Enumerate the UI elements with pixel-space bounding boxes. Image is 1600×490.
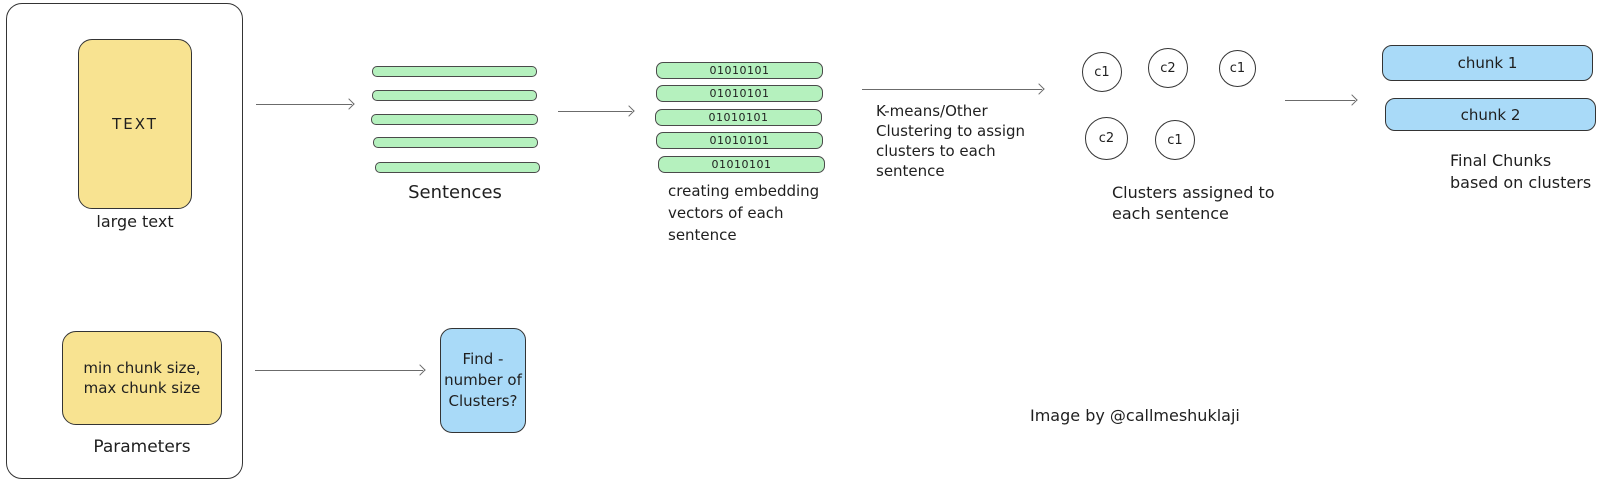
large-text-caption: large text [96,212,174,231]
embedding-vector-label: 01010101 [708,111,769,124]
cluster-circle: c2 [1085,117,1128,160]
parameters-box-line: min chunk size, [83,359,201,377]
sentence-bar [373,137,538,148]
embedding-vector-box: 01010101 [656,85,823,102]
large-text-box: TEXT [78,39,192,209]
sentence-bar [371,114,538,125]
parameters-box: min chunk size, max chunk size [62,331,222,425]
large-text-box-label: TEXT [112,115,158,133]
parameters-caption: Parameters [93,437,191,457]
arrow-clusters-to-chunks [1285,100,1355,101]
cluster-circle: c1 [1155,120,1195,160]
embedding-vector-box: 01010101 [658,156,825,173]
sentence-bar [372,66,537,77]
embedding-vector-box: 01010101 [656,132,823,149]
embedding-vector-label: 01010101 [711,158,772,171]
arrow-embeddings-to-clusters [862,89,1042,90]
clustering-step-label: K-means/Other Clustering to assign clust… [876,102,1026,180]
embedding-vector-label: 01010101 [709,87,770,100]
arrow-params-to-find [255,370,423,371]
cluster-circle: c1 [1082,52,1122,92]
embedding-vector-label: 01010101 [709,134,770,147]
cluster-circle: c2 [1148,48,1188,88]
find-clusters-box: Find - number of Clusters? [440,328,526,433]
chunks-caption: Final Chunks based on clusters [1450,151,1592,192]
chunk-box: chunk 1 [1382,45,1593,81]
arrow-text-to-sentences [256,104,352,105]
clusters-caption: Clusters assigned to each sentence [1112,183,1275,223]
chunk-box: chunk 2 [1385,98,1596,131]
sentence-bar [375,162,540,173]
embedding-vector-box: 01010101 [656,62,823,79]
cluster-circle: c1 [1219,50,1256,87]
parameters-box-line: max chunk size [83,379,201,397]
credit-text: Image by @callmeshuklaji [1030,406,1240,425]
sentences-caption: Sentences [408,182,502,203]
arrow-sentences-to-embeddings [558,111,632,112]
embeddings-caption: creating embedding vectors of each sente… [668,182,820,244]
embedding-vector-label: 01010101 [709,64,770,77]
embedding-vector-box: 01010101 [655,109,822,126]
sentence-bar [372,90,537,101]
